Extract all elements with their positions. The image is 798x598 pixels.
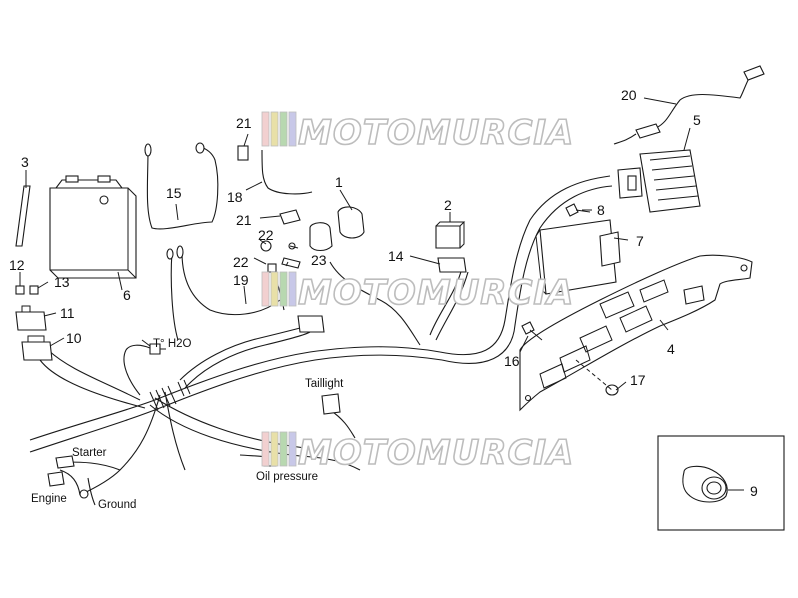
- callout-3: 3: [21, 154, 29, 170]
- callout-12: 12: [9, 257, 25, 273]
- battery: [49, 175, 137, 279]
- stripe-1: [261, 111, 270, 147]
- callout-10: 10: [66, 330, 82, 346]
- watermark-middle: MOTOMURCIA: [261, 271, 574, 314]
- relay-and-fuse-box: [435, 221, 467, 273]
- stripe-2: [270, 111, 279, 147]
- callout-23-upper: 23: [311, 252, 327, 268]
- callout-8: 8: [597, 202, 605, 218]
- lambda-cable: [613, 65, 765, 145]
- leader-lines: [19, 97, 744, 491]
- callout-14: 14: [388, 248, 404, 264]
- fasteners: [521, 203, 619, 396]
- callout-22-upper: 22: [258, 227, 274, 243]
- callout-16: 16: [504, 353, 520, 369]
- callout-22-lower: 22: [233, 254, 249, 270]
- callout-21-upper: 21: [236, 115, 252, 131]
- watermark-stripes: [261, 271, 297, 307]
- starter-connectors: [47, 455, 89, 499]
- callout-5: 5: [693, 112, 701, 128]
- watermark-text: MOTOMURCIA: [298, 433, 574, 473]
- callout-11: 11: [60, 305, 75, 321]
- callout-17: 17: [630, 372, 646, 388]
- watermark-top: MOTOMURCIA: [261, 111, 574, 154]
- small-battery-parts: [15, 185, 53, 361]
- stripe-1: [261, 271, 270, 307]
- stripe-2: [270, 271, 279, 307]
- taillight-connector: [321, 393, 341, 415]
- watermark-text: MOTOMURCIA: [298, 113, 574, 153]
- starter-relay: [237, 145, 365, 273]
- temperature-sensor: [149, 343, 166, 355]
- callout-21-lower: 21: [236, 212, 252, 228]
- starter-label: Starter: [72, 447, 107, 459]
- temp-h2o-label: T° H2O: [153, 338, 192, 350]
- stripe-4: [288, 271, 297, 307]
- battery-cables: [144, 142, 313, 341]
- callout-7: 7: [636, 233, 644, 249]
- ground-label: Ground: [98, 499, 136, 511]
- taillight-label: Taillight: [305, 378, 344, 390]
- engine-label: Engine: [31, 493, 67, 505]
- callout-4: 4: [667, 341, 675, 357]
- voltage-regulator: [617, 149, 701, 213]
- stripe-4: [288, 111, 297, 147]
- stripe-2: [270, 431, 279, 467]
- stripe-3: [279, 271, 288, 307]
- callout-9: 9: [750, 483, 758, 499]
- callout-19: 19: [233, 272, 249, 288]
- callout-1: 1: [335, 174, 343, 190]
- stripe-1: [261, 431, 270, 467]
- inset-box: [657, 435, 785, 531]
- callout-labels: 1 2 3 4 5 6 7 8 9 10 11 12 13 14 15 16 1…: [9, 87, 758, 499]
- harness-connector: [297, 315, 325, 333]
- callout-6: 6: [123, 287, 131, 303]
- callout-20: 20: [621, 87, 637, 103]
- stripe-3: [279, 111, 288, 147]
- watermark-text: MOTOMURCIA: [298, 273, 574, 313]
- watermark-stripes: [261, 111, 297, 147]
- stripe-3: [279, 431, 288, 467]
- callout-13: 13: [54, 274, 70, 290]
- oil-pressure-label: Oil pressure: [256, 471, 318, 483]
- callout-2: 2: [444, 197, 452, 213]
- stripe-4: [288, 431, 297, 467]
- mounting-plate: [519, 254, 753, 412]
- ecu-unit: [535, 219, 621, 295]
- watermark-bottom: MOTOMURCIA: [261, 431, 574, 474]
- main-wiring-harness: [29, 175, 613, 506]
- callout-15: 15: [166, 185, 182, 201]
- watermark-stripes: [261, 431, 297, 467]
- wire-annotations: T° H2O Taillight Starter Engine Ground O…: [31, 338, 344, 511]
- callout-18: 18: [227, 189, 243, 205]
